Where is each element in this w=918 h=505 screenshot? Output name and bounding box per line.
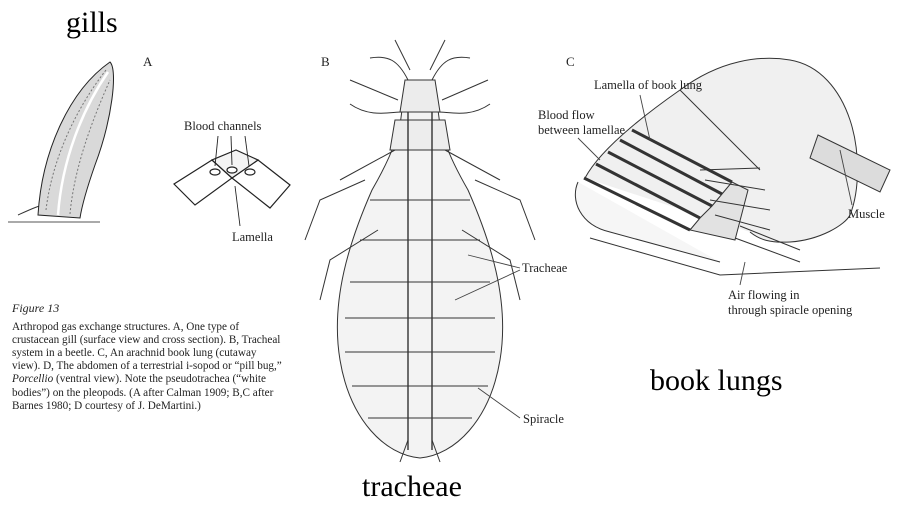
caption-text-part1: Arthropod gas exchange structures. A, On… — [12, 321, 282, 372]
label-air-flowing-line1: Air flowing in — [728, 288, 800, 302]
panel-label-b: B — [321, 54, 330, 70]
label-blood-flow: Blood flow between lamellae — [538, 108, 625, 138]
gill-cross-section-drawing — [174, 136, 290, 226]
heading-gills: gills — [66, 6, 118, 40]
label-air-flowing: Air flowing in through spiracle opening — [728, 288, 852, 318]
label-tracheae: Tracheae — [522, 261, 567, 276]
heading-book-lungs: book lungs — [650, 364, 783, 398]
gill-surface-drawing — [8, 62, 114, 222]
label-lamella-of-book-lung: Lamella of book lung — [594, 78, 702, 93]
beetle-tracheal-drawing — [305, 40, 535, 462]
panel-label-a: A — [143, 54, 152, 70]
label-blood-flow-line2: between lamellae — [538, 123, 625, 137]
label-blood-channels: Blood channels — [184, 119, 261, 134]
figure-caption: Figure 13 Arthropod gas exchange structu… — [12, 302, 282, 413]
heading-tracheae: tracheae — [362, 470, 462, 504]
label-blood-flow-line1: Blood flow — [538, 108, 595, 122]
label-lamella: Lamella — [232, 230, 273, 245]
label-air-flowing-line2: through spiracle opening — [728, 303, 852, 317]
figure-title: Figure 13 — [12, 302, 282, 315]
panel-label-c: C — [566, 54, 575, 70]
label-spiracle: Spiracle — [523, 412, 564, 427]
label-muscle: Muscle — [848, 207, 885, 222]
caption-italic-genus: Porcellio — [12, 373, 53, 385]
